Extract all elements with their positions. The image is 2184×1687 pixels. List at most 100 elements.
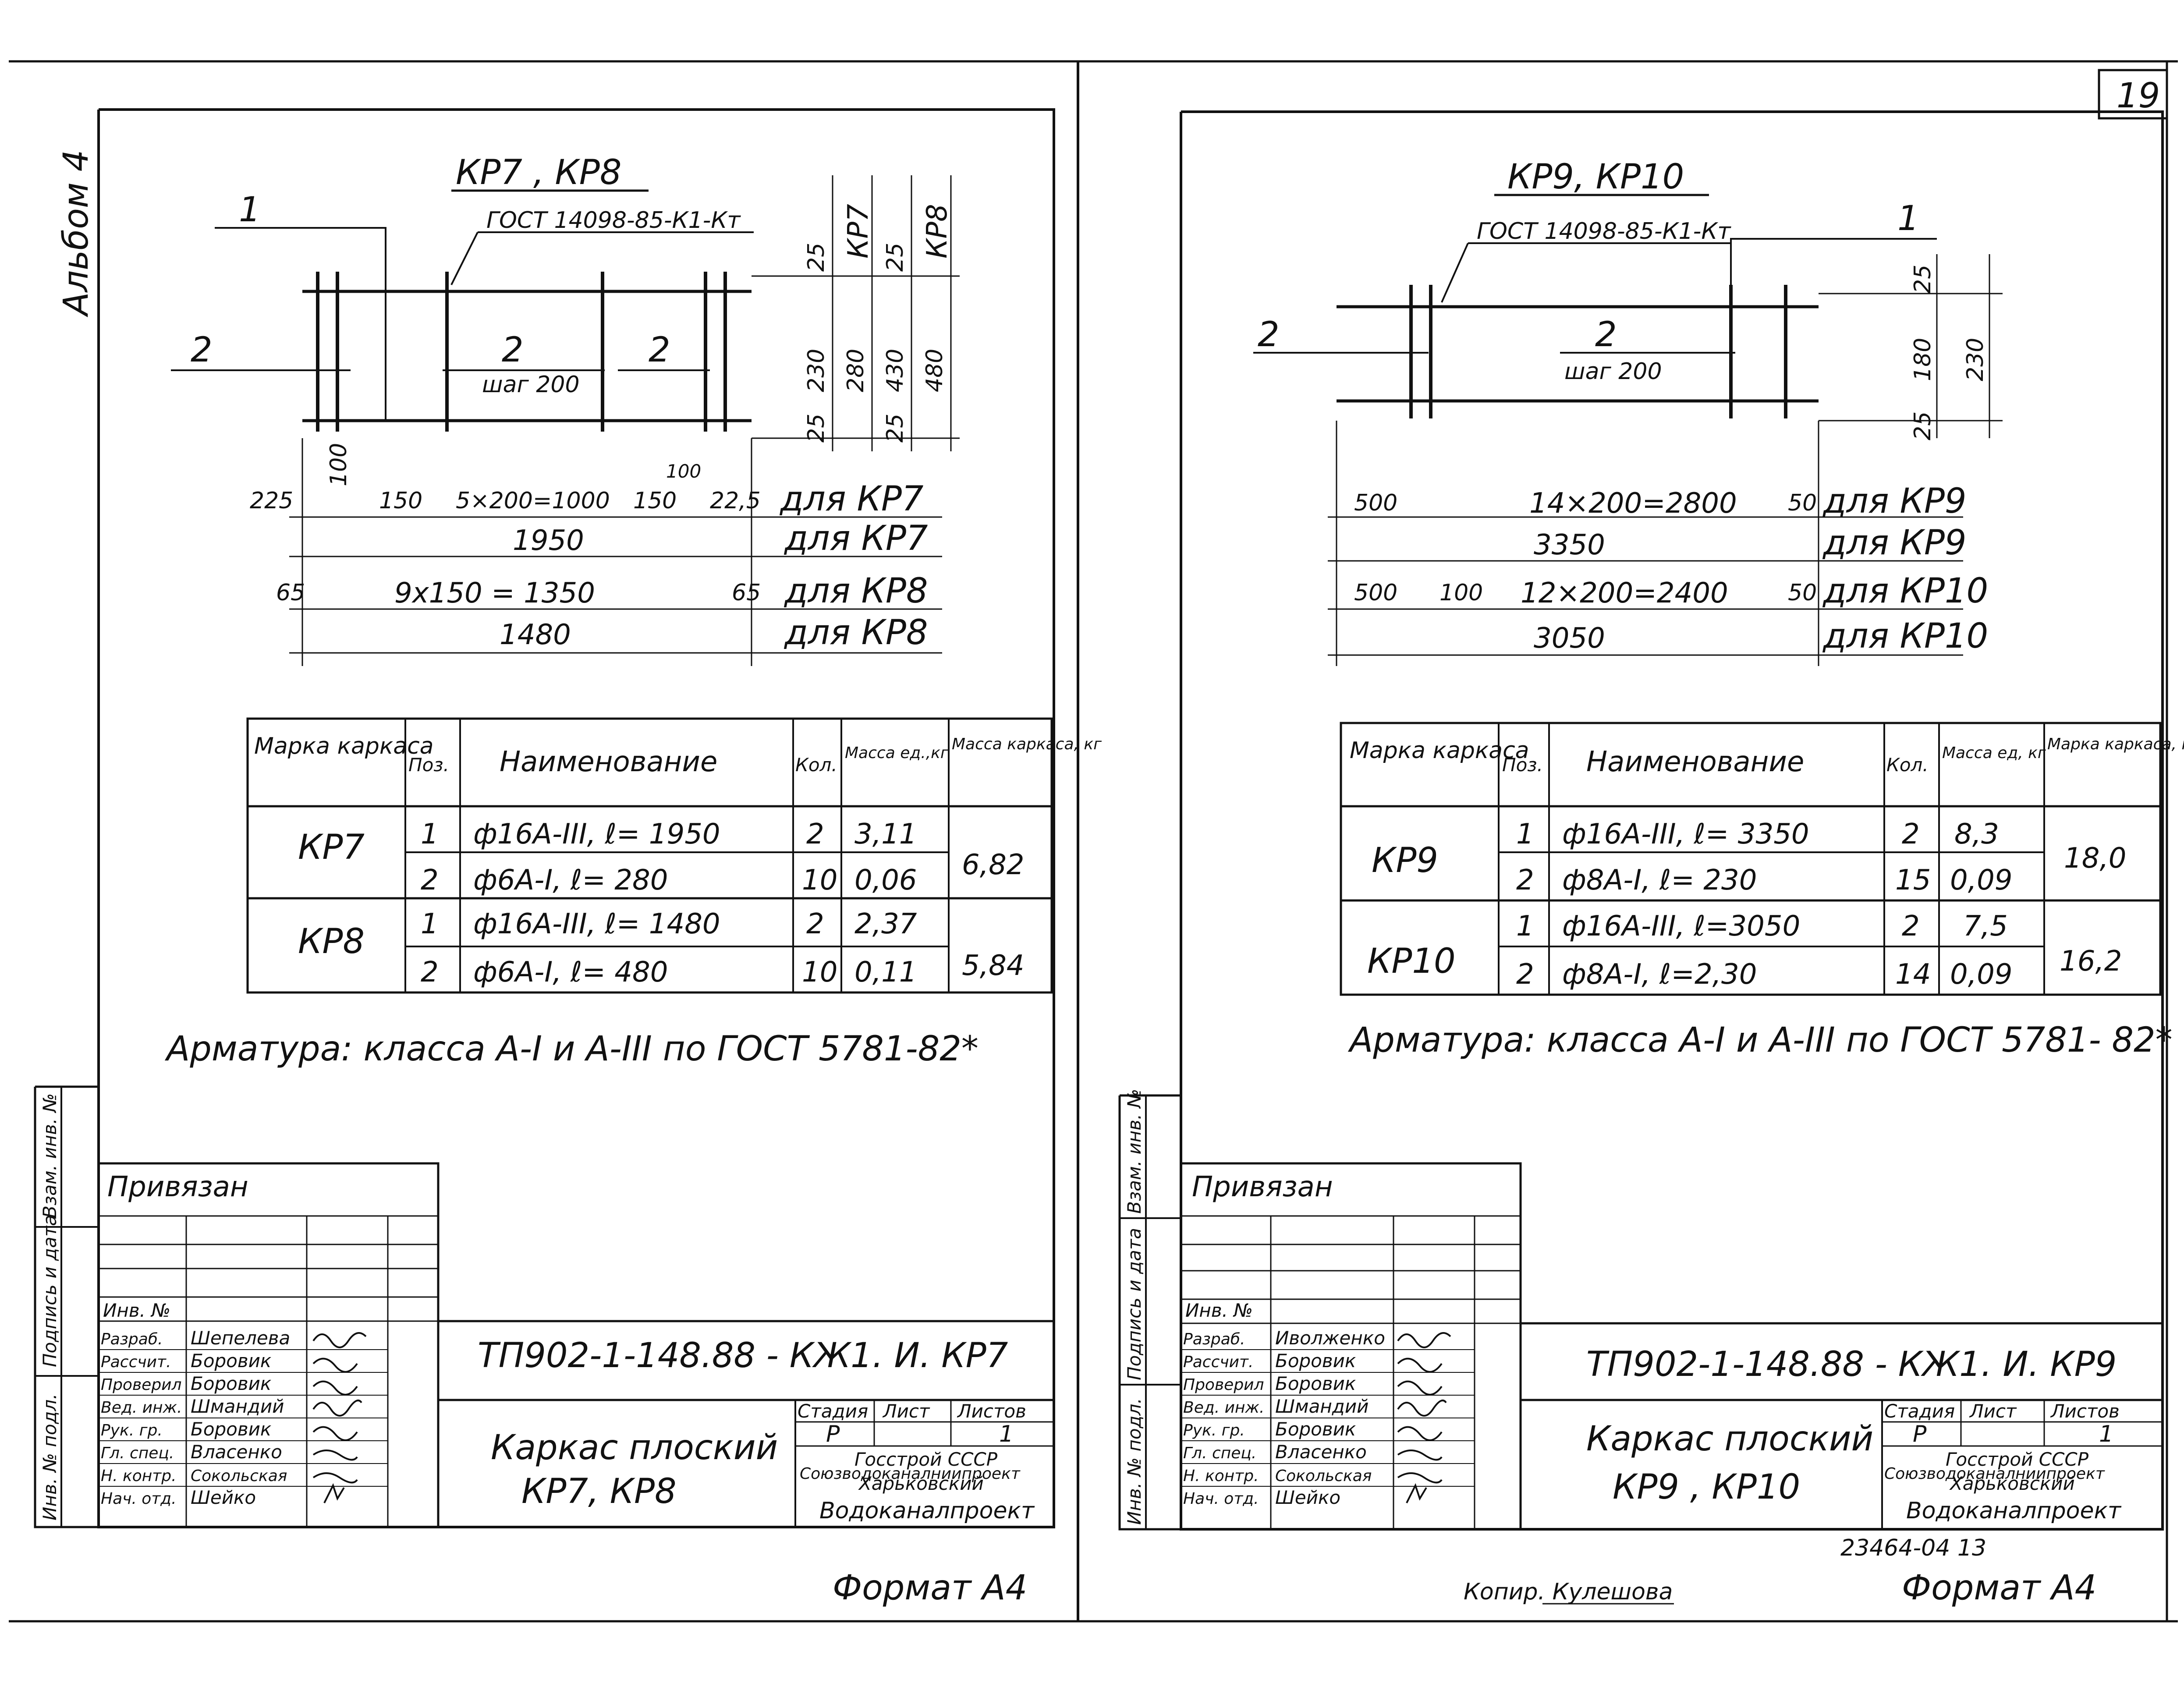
svg-text:Кол.: Кол. xyxy=(1886,754,1929,776)
right-pos-2b: 2 xyxy=(1595,315,1617,354)
svg-text:1: 1 xyxy=(421,908,439,940)
svg-text:230: 230 xyxy=(1962,338,1989,381)
svg-text:10: 10 xyxy=(802,864,837,897)
svg-text:КР7: КР7 xyxy=(842,204,875,259)
svg-text:Власенко: Власенко xyxy=(191,1441,282,1463)
svg-text:Вед. инж.: Вед. инж. xyxy=(101,1399,182,1417)
left-side-strip xyxy=(34,1085,100,1528)
svg-text:КР10: КР10 xyxy=(1367,942,1456,981)
svg-text:5×200=1000: 5×200=1000 xyxy=(456,488,610,514)
svg-text:КР9: КР9 xyxy=(1372,841,1438,880)
svg-text:Водоканалпроект: Водоканалпроект xyxy=(819,1498,1035,1524)
svg-text:12×200=2400: 12×200=2400 xyxy=(1521,577,1728,610)
right-title-block: Привязан Инв. № Разраб. Рассчит. Провери… xyxy=(1181,1162,2163,1529)
svg-text:Рук. гр.: Рук. гр. xyxy=(101,1421,163,1439)
svg-text:Шепелева: Шепелева xyxy=(191,1327,290,1349)
svg-text:22,5: 22,5 xyxy=(710,488,761,514)
left-sheet: Взам. инв. № Подпись и дата Инв. № подл.… xyxy=(34,108,1102,1608)
svg-text:Гл. спец.: Гл. спец. xyxy=(1183,1444,1256,1462)
svg-text:Гл. спец.: Гл. спец. xyxy=(101,1444,174,1462)
svg-text:Госстрой СССР: Госстрой СССР xyxy=(854,1449,998,1470)
svg-text:Харьковский: Харьковский xyxy=(1949,1473,2075,1494)
left-pos-2b: 2 xyxy=(502,330,524,370)
svg-text:КР8: КР8 xyxy=(921,204,954,259)
svg-text:Рассчит.: Рассчит. xyxy=(101,1353,171,1371)
svg-text:для КР9: для КР9 xyxy=(1822,482,1967,521)
left-title-block: Привязан Инв. № Разраб. Рассчит. Провери… xyxy=(99,1162,1054,1527)
svg-text:3050: 3050 xyxy=(1534,622,1605,655)
svg-text:Шейко: Шейко xyxy=(191,1487,256,1508)
svg-text:Проверил: Проверил xyxy=(101,1376,182,1394)
svg-text:Поз.: Поз. xyxy=(408,754,449,776)
right-drawing-title: КР9, КР10 xyxy=(1507,157,1684,197)
svg-text:10: 10 xyxy=(802,956,837,989)
svg-text:ф16А-III, ℓ=3050: ф16А-III, ℓ=3050 xyxy=(1562,910,1800,943)
svg-text:для КР9: для КР9 xyxy=(1822,523,1967,563)
svg-text:КР7: КР7 xyxy=(298,828,365,867)
svg-text:Н. контр.: Н. контр. xyxy=(101,1467,177,1485)
svg-text:Наименование: Наименование xyxy=(1586,746,1804,778)
svg-text:Лист: Лист xyxy=(882,1400,930,1422)
right-sheet: Взам. инв. № Подпись и дата Инв. № подл.… xyxy=(1118,110,2184,1608)
svg-text:Инв. №: Инв. № xyxy=(1185,1300,1253,1321)
svg-text:8,3: 8,3 xyxy=(1954,818,1999,851)
svg-text:ф16А-III, ℓ= 3350: ф16А-III, ℓ= 3350 xyxy=(1562,818,1809,851)
svg-text:ф16А-III, ℓ= 1950: ф16А-III, ℓ= 1950 xyxy=(473,818,720,851)
svg-text:Рассчит.: Рассчит. xyxy=(1183,1353,1253,1371)
left-spec-table: Марка каркаса Поз. Наименование Кол. Мас… xyxy=(246,717,1102,994)
svg-text:КР8: КР8 xyxy=(298,922,365,961)
svg-text:500: 500 xyxy=(1354,580,1397,606)
svg-text:Подпись и дата: Подпись и дата xyxy=(1124,1228,1145,1380)
svg-text:для КР10: для КР10 xyxy=(1822,617,1988,656)
svg-text:Боровик: Боровик xyxy=(1275,1418,1356,1440)
svg-text:Водоканалпроект: Водоканалпроект xyxy=(1906,1498,2122,1524)
left-format-label: Формат А4 xyxy=(833,1568,1027,1608)
svg-text:для КР10: для КР10 xyxy=(1822,571,1988,611)
svg-text:0,11: 0,11 xyxy=(854,956,917,989)
copied-by: Копир. Кулешова xyxy=(1464,1579,1673,1605)
svg-text:Сокольская: Сокольская xyxy=(191,1467,287,1485)
svg-text:ф8А-I, ℓ= 230: ф8А-I, ℓ= 230 xyxy=(1562,864,1757,897)
stamp-number: 23464-04 13 xyxy=(1840,1535,1986,1561)
svg-text:180: 180 xyxy=(1910,338,1936,381)
svg-text:Боровик: Боровик xyxy=(191,1418,272,1440)
svg-text:Масса ед, кг: Масса ед, кг xyxy=(1942,744,2046,762)
left-side-label-1: Взам. инв. № xyxy=(39,1093,60,1218)
svg-text:Инв. №: Инв. № xyxy=(103,1300,170,1321)
svg-text:Шмандий: Шмандий xyxy=(191,1396,284,1417)
svg-text:Р: Р xyxy=(1913,1421,1927,1447)
svg-text:9х150 = 1350: 9х150 = 1350 xyxy=(394,577,595,610)
right-gost-label: ГОСТ 14098-85-К1-Кт xyxy=(1477,218,1731,245)
svg-text:25: 25 xyxy=(1910,265,1936,294)
svg-text:14×200=2800: 14×200=2800 xyxy=(1529,487,1737,520)
svg-text:Союзводоканалниипроект: Союзводоканалниипроект xyxy=(1884,1465,2105,1483)
right-inner-frame xyxy=(1180,110,2164,1531)
svg-text:225: 225 xyxy=(250,488,293,514)
svg-text:100: 100 xyxy=(1439,580,1483,606)
svg-text:для КР8: для КР8 xyxy=(784,613,928,652)
right-spec-table: Марка каркаса Поз. Наименование Кол. Мас… xyxy=(1340,722,2184,996)
svg-text:18,0: 18,0 xyxy=(2064,842,2127,875)
svg-text:Боровик: Боровик xyxy=(1275,1373,1356,1394)
svg-text:Разраб.: Разраб. xyxy=(1183,1330,1245,1348)
left-gost-label: ГОСТ 14098-85-К1-Кт xyxy=(486,207,741,234)
svg-text:2: 2 xyxy=(1516,864,1534,897)
svg-text:Листов: Листов xyxy=(957,1400,1026,1422)
svg-text:для КР7: для КР7 xyxy=(784,519,928,558)
svg-text:Кол.: Кол. xyxy=(795,754,837,776)
right-rebar-note: Арматура: класса А-I и А-III по ГОСТ 578… xyxy=(1347,1021,2173,1060)
svg-text:25: 25 xyxy=(882,243,908,272)
left-doc-code: ТП902-1-148.88 - КЖ1. И. КР7 xyxy=(478,1336,1008,1375)
svg-text:КР9 , КР10: КР9 , КР10 xyxy=(1613,1467,1800,1507)
svg-text:ф8А-I, ℓ=2,30: ф8А-I, ℓ=2,30 xyxy=(1562,958,1757,991)
svg-text:Харьковский: Харьковский xyxy=(858,1473,984,1494)
svg-text:1950: 1950 xyxy=(513,525,584,557)
svg-text:Привязан: Привязан xyxy=(107,1171,248,1203)
svg-text:Шмандий: Шмандий xyxy=(1275,1396,1369,1417)
svg-text:100: 100 xyxy=(326,443,352,486)
svg-text:Власенко: Власенко xyxy=(1275,1441,1367,1463)
svg-text:230: 230 xyxy=(803,349,830,392)
svg-text:25: 25 xyxy=(803,414,830,443)
svg-text:КР7, КР8: КР7, КР8 xyxy=(521,1472,677,1511)
svg-text:2: 2 xyxy=(1902,818,1920,851)
